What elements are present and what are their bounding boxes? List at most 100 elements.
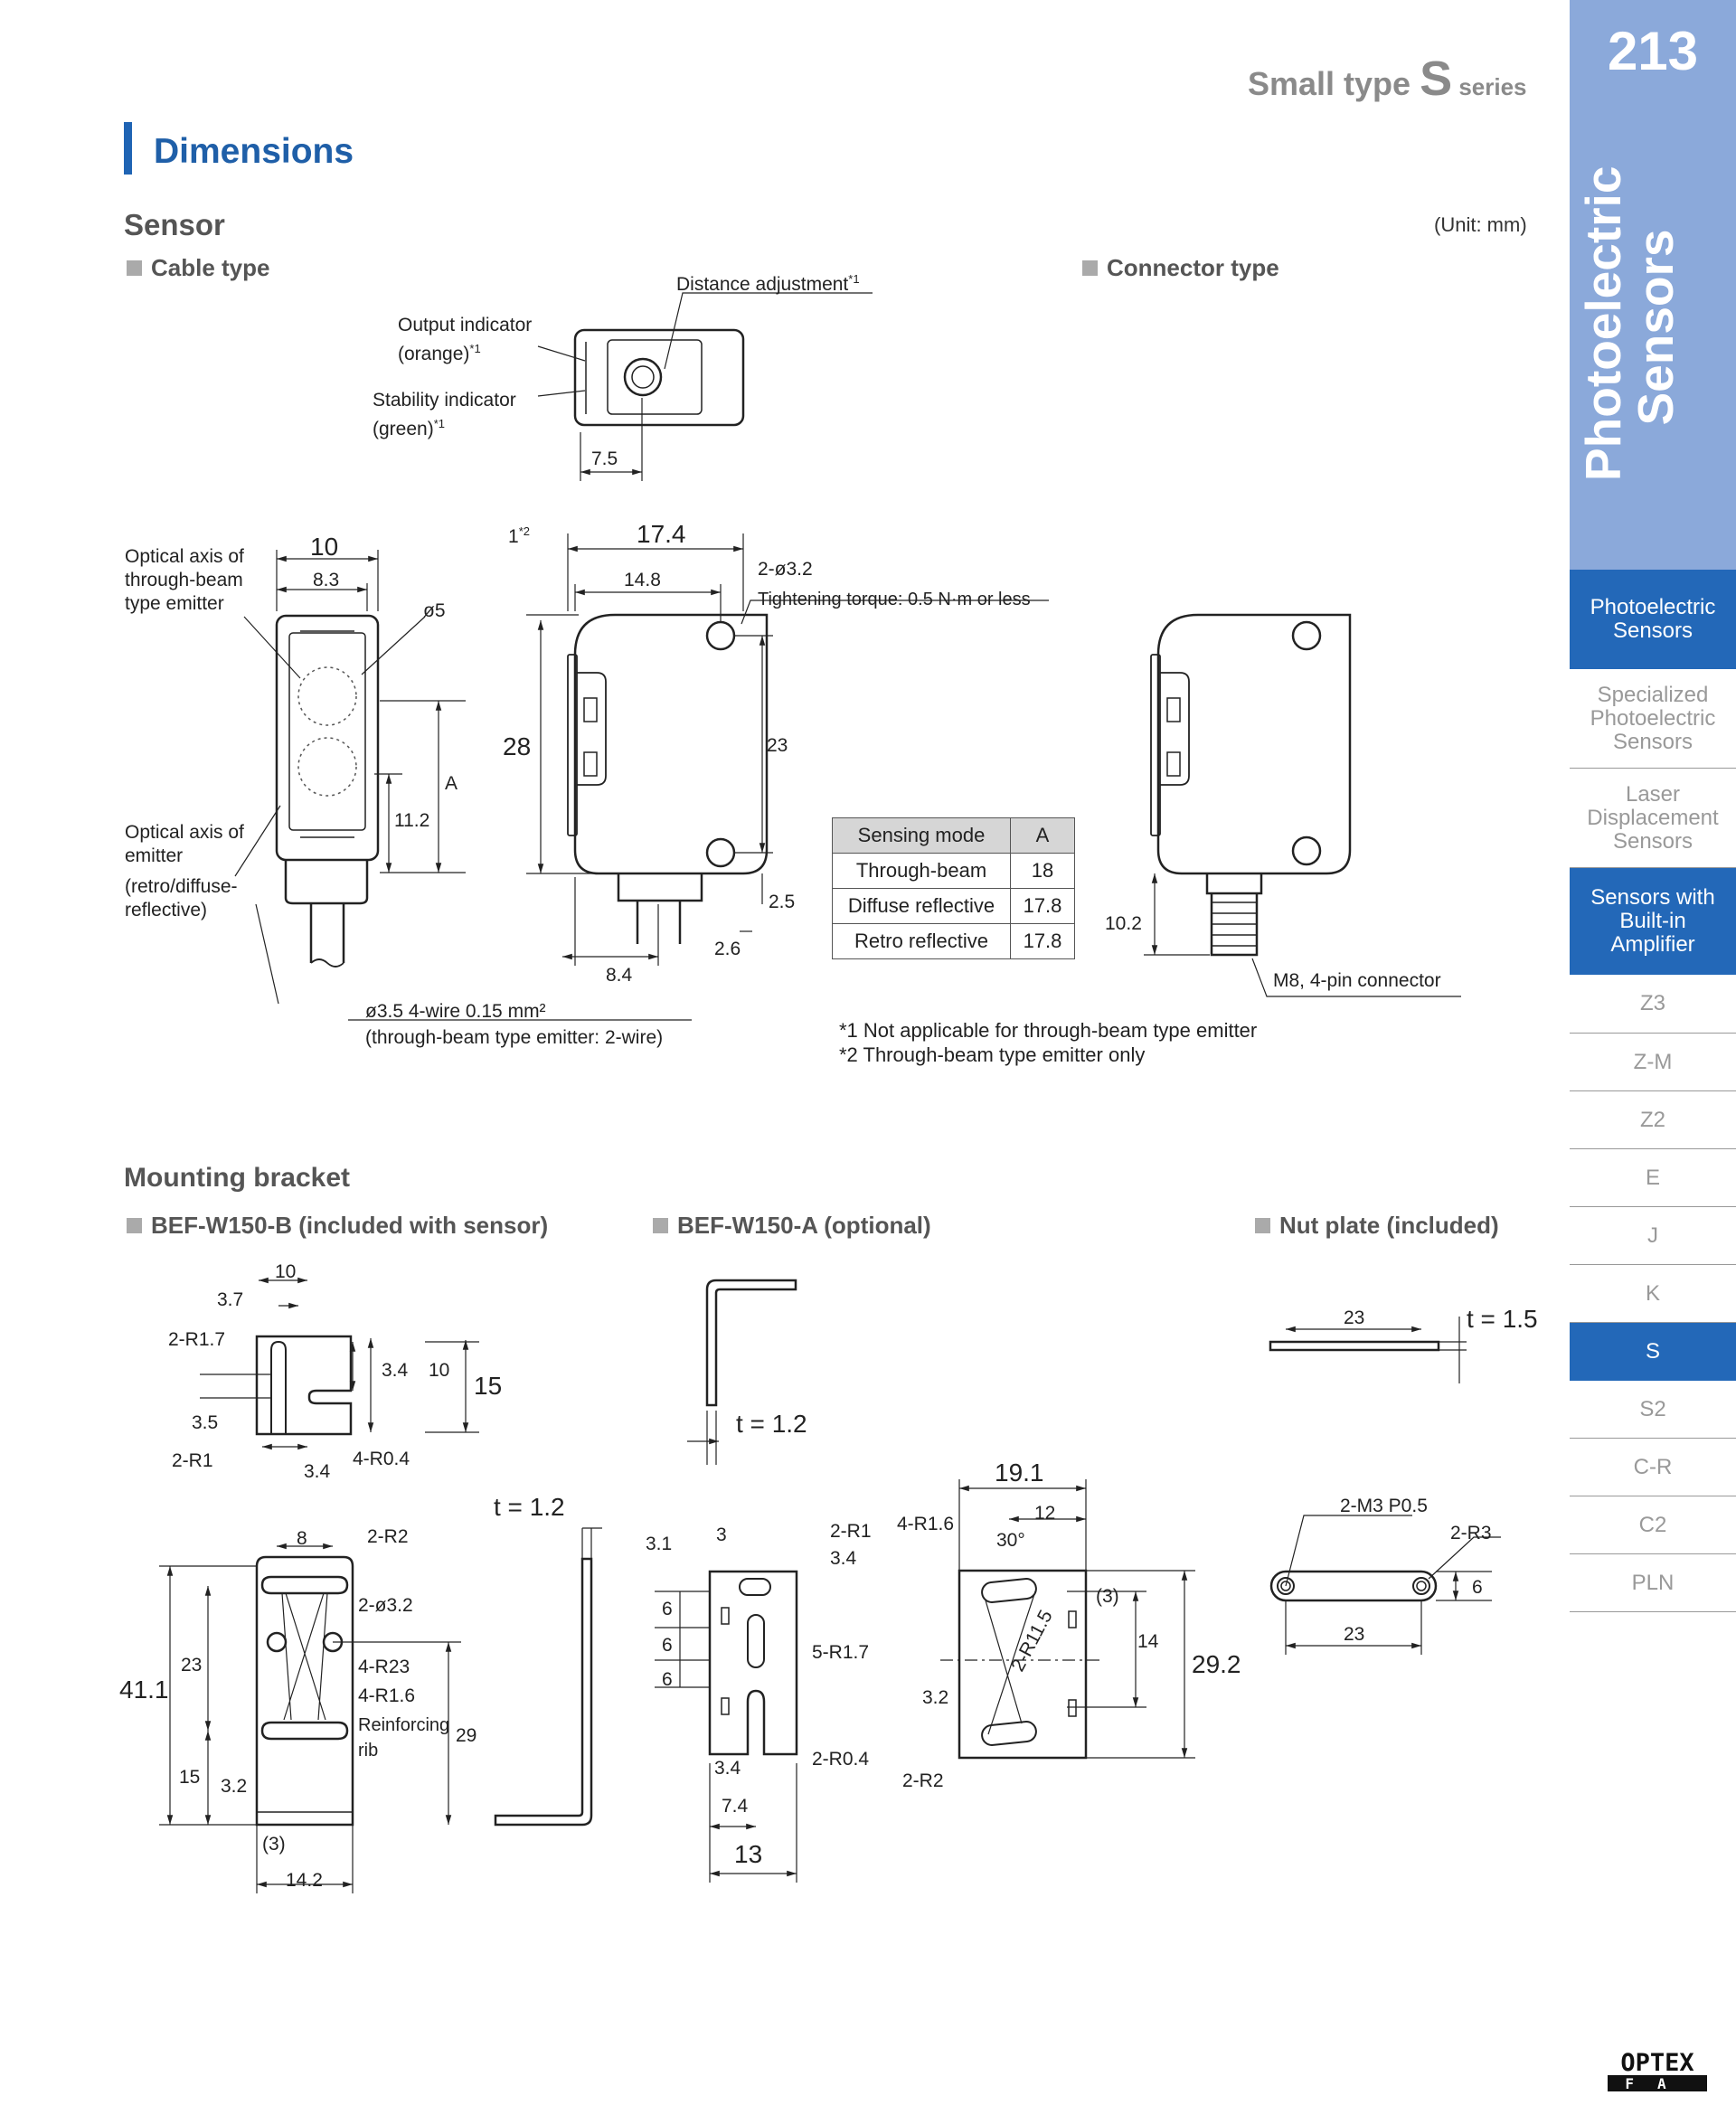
- note-1: *1 Not applicable for through-beam type …: [839, 1019, 1258, 1042]
- bef-w150-a-side-view: [705, 1279, 797, 1407]
- dim-b-rib-2: rib: [358, 1741, 378, 1761]
- sidebar-item-label: Z-M: [1633, 1049, 1673, 1074]
- dim-a-7-4: 7.4: [722, 1796, 749, 1817]
- dim-b-r1: 2-R1: [172, 1450, 213, 1471]
- section-title: Dimensions: [154, 132, 354, 171]
- dim-b-3-4a: 3.4: [382, 1360, 409, 1381]
- dim-a-3-2: 3.2: [922, 1687, 948, 1708]
- sidebar-item-label: Sensors with: [1590, 885, 1715, 910]
- sensor-top-view: [573, 328, 745, 427]
- mounting-bracket-title: Mounting bracket: [124, 1163, 351, 1193]
- dim-b-15: 15: [474, 1372, 502, 1400]
- dim-8-3: 8.3: [313, 570, 339, 590]
- dim-7-5: 7.5: [591, 448, 618, 469]
- dim-a-29-2: 29.2: [1192, 1650, 1241, 1678]
- distance-adjustment-knob: [623, 357, 663, 397]
- bef-w150-a-front-view: [708, 1570, 798, 1756]
- sidebar-item-label: S2: [1639, 1396, 1666, 1421]
- dim-a-3-4b: 3.4: [714, 1758, 741, 1779]
- nut-plate-heading: Nut plate (included): [1255, 1212, 1499, 1240]
- dim-a-r1: 2-R1: [830, 1521, 872, 1542]
- dim-1: 1*2: [508, 524, 530, 547]
- nut-plate-side-view: [1269, 1340, 1440, 1352]
- dim-a-r1-7: 5-R1.7: [812, 1642, 869, 1663]
- sidebar-item[interactable]: K: [1570, 1265, 1736, 1323]
- connector-sensor-view: [1156, 613, 1352, 875]
- sidebar-item[interactable]: E: [1570, 1149, 1736, 1207]
- sidebar-item[interactable]: Z2: [1570, 1091, 1736, 1149]
- sidebar-item[interactable]: Z3: [1570, 975, 1736, 1034]
- sidebar-item[interactable]: S2: [1570, 1381, 1736, 1439]
- nut-plate-top-view: [1269, 1570, 1438, 1602]
- hole-label: 2-ø3.2: [758, 559, 813, 580]
- dim-28: 28: [503, 732, 531, 760]
- sidebar-item-label: Specialized: [1597, 682, 1709, 707]
- bef-w150-a-rear-view: [958, 1569, 1088, 1760]
- cable-spec-label: ø3.5 4-wire 0.15 mm²: [365, 1001, 546, 1022]
- dim-10-2: 10.2: [1105, 913, 1142, 934]
- dim-a-r11-5: 2-R11.5: [1007, 1607, 1057, 1675]
- dim-b-3-4b: 3.4: [304, 1461, 331, 1482]
- dim-10: 10: [310, 533, 338, 561]
- distance-adjustment-label: Distance adjustment*1: [676, 272, 860, 295]
- dim-a-12: 12: [1034, 1503, 1055, 1524]
- sidebar-item[interactable]: C-R: [1570, 1439, 1736, 1496]
- dim-n-m3: 2-M3 P0.5: [1340, 1496, 1428, 1516]
- dim-b-3-2: 3.2: [221, 1776, 247, 1797]
- sidebar-item-label: K: [1645, 1280, 1660, 1306]
- dim-b-rib-1: Reinforcing: [358, 1715, 449, 1735]
- mounting-hole-upper: [705, 620, 736, 651]
- sidebar-item-label: PLN: [1631, 1570, 1675, 1595]
- dim-14-8: 14.8: [624, 570, 661, 590]
- dim-a-3p: (3): [1096, 1586, 1119, 1607]
- dim-n-6: 6: [1472, 1577, 1483, 1598]
- dim-b-r23: 4-R23: [358, 1657, 410, 1677]
- dim-b-hole: 2-ø3.2: [358, 1595, 413, 1616]
- sidebar-item[interactable]: Z-M: [1570, 1034, 1736, 1091]
- sidebar-item[interactable]: C2: [1570, 1496, 1736, 1554]
- dim-a-19-1: 19.1: [995, 1458, 1044, 1487]
- dim-a-r2: 2-R2: [902, 1770, 944, 1791]
- dim-17-4: 17.4: [637, 520, 686, 548]
- sidebar-item-label: Displacement: [1587, 805, 1719, 830]
- unit-label: (Unit: mm): [1434, 213, 1527, 236]
- cable-note-label: (through-beam type emitter: 2-wire): [365, 1027, 664, 1048]
- sidebar-item-label: Sensors: [1612, 828, 1694, 854]
- dim-b-r1-6: 4-R1.6: [358, 1685, 415, 1706]
- dim-a-3-1: 3.1: [646, 1534, 672, 1554]
- dim-a-30: 30°: [996, 1530, 1025, 1551]
- sidebar-item-label: J: [1647, 1222, 1658, 1248]
- dim-a-t12: t = 1.2: [736, 1410, 807, 1438]
- sidebar-item-label: E: [1645, 1165, 1660, 1190]
- section-bar: [124, 122, 132, 175]
- sidebar-item-label: Built-in: [1619, 909, 1686, 933]
- logo-line-1: OPTEX: [1620, 2049, 1694, 2077]
- bef-w150-b-top-view: [255, 1335, 353, 1436]
- torque-label: Tightening torque: 0.5 N·m or less: [758, 590, 1031, 609]
- connector-label: M8, 4-pin connector: [1273, 970, 1441, 991]
- dim-b-15b: 15: [179, 1767, 200, 1788]
- sidebar-item-label: Sensors: [1612, 729, 1694, 754]
- dim-b-23: 23: [181, 1655, 202, 1676]
- dim-a-6c: 6: [662, 1669, 673, 1690]
- sensor-title: Sensor: [124, 208, 225, 241]
- dim-o5: ø5: [423, 600, 446, 621]
- dim-11-2: 11.2: [394, 810, 429, 831]
- dim-b-10b: 10: [429, 1360, 449, 1381]
- sidebar-item[interactable]: J: [1570, 1207, 1736, 1265]
- dim-a-13: 13: [734, 1840, 762, 1868]
- sidebar-item[interactable]: S: [1570, 1323, 1736, 1381]
- dim-8-4: 8.4: [606, 965, 633, 986]
- sidebar-item[interactable]: PLN: [1570, 1554, 1736, 1612]
- dim-a-r0-4: 2-R0.4: [812, 1749, 869, 1770]
- bef-w150-a-heading: BEF-W150-A (optional): [653, 1212, 931, 1240]
- bef-w150-b-heading: BEF-W150-B (included with sensor): [127, 1212, 548, 1240]
- table-header-mode: Sensing mode: [832, 817, 1011, 854]
- sensor-side-view: [573, 613, 769, 875]
